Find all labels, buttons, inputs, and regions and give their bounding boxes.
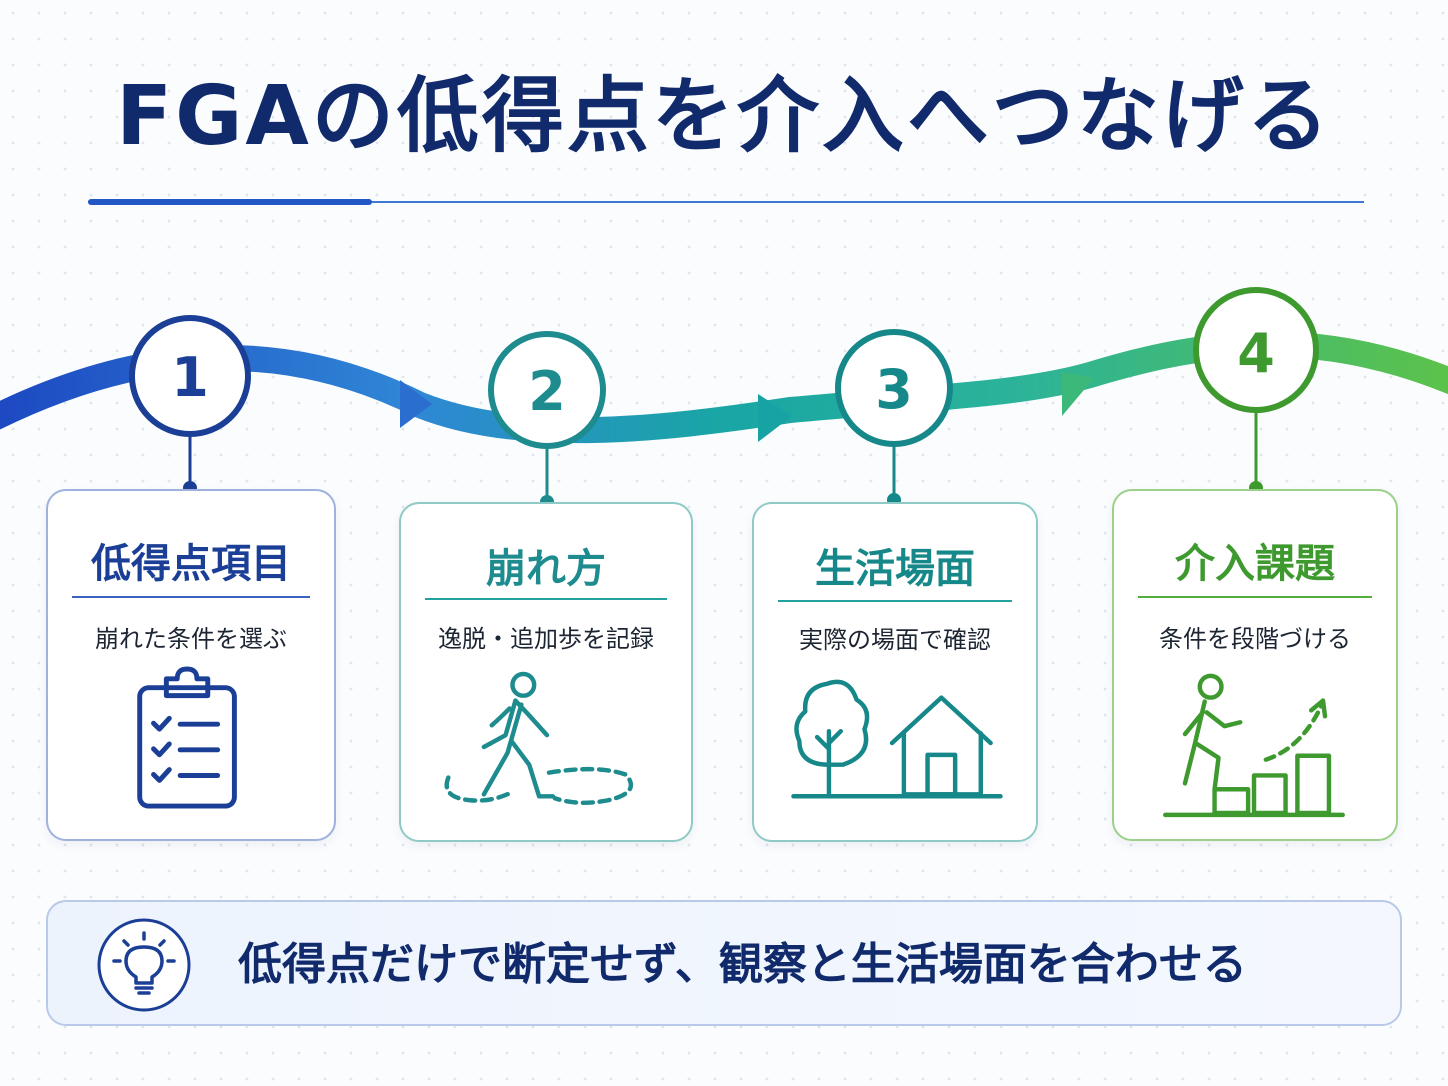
card-divider <box>778 600 1012 602</box>
clipboard-checklist-icon <box>137 666 237 809</box>
step-badge-4: 4 <box>1193 287 1319 413</box>
key-message-banner: 低得点だけで断定せず、観察と生活場面を合わせる <box>46 900 1402 1026</box>
step-card-3: 生活場面 実際の場面で確認 <box>752 502 1038 842</box>
tree-and-house-icon <box>791 679 1003 799</box>
step-badge-1: 1 <box>129 315 251 437</box>
page-title: FGAの低得点を介入へつなげる <box>116 69 1332 164</box>
step-description-2: 逸脱・追加歩を記録 <box>438 625 654 653</box>
step-number-4: 4 <box>1237 322 1275 385</box>
step-title-2: 崩れ方 <box>486 546 606 592</box>
step-description-3: 実際の場面で確認 <box>799 626 991 654</box>
step-title-1: 低得点項目 <box>91 541 291 587</box>
walking-person-icon <box>444 671 634 805</box>
key-message-text: 低得点だけで断定せず、観察と生活場面を合わせる <box>238 939 1247 990</box>
card-divider <box>1138 596 1372 598</box>
step-description-4: 条件を段階づける <box>1159 625 1351 653</box>
flow-arrowhead-3 <box>1062 372 1094 416</box>
step-card-1: 低得点項目 崩れた条件を選ぶ <box>46 489 336 841</box>
step-number-3: 3 <box>875 358 913 421</box>
card-divider <box>72 596 310 598</box>
step-badge-3: 3 <box>835 329 953 447</box>
step-number-2: 2 <box>528 360 566 423</box>
title-underline <box>88 199 1364 205</box>
step-number-1: 1 <box>171 346 209 409</box>
step-card-2: 崩れ方 逸脱・追加歩を記録 <box>399 502 693 842</box>
step-title-3: 生活場面 <box>815 546 975 592</box>
flow-arrowhead-1 <box>400 380 432 428</box>
step-card-4: 介入課題 条件を段階づける <box>1112 489 1398 841</box>
step-badge-2: 2 <box>488 331 606 449</box>
person-climbing-steps-icon <box>1163 673 1345 818</box>
lightbulb-icon <box>97 918 191 1012</box>
flow-arrowhead-2 <box>758 394 792 442</box>
step-description-1: 崩れた条件を選ぶ <box>95 625 287 653</box>
card-divider <box>425 598 667 600</box>
step-title-4: 介入課題 <box>1175 541 1335 587</box>
